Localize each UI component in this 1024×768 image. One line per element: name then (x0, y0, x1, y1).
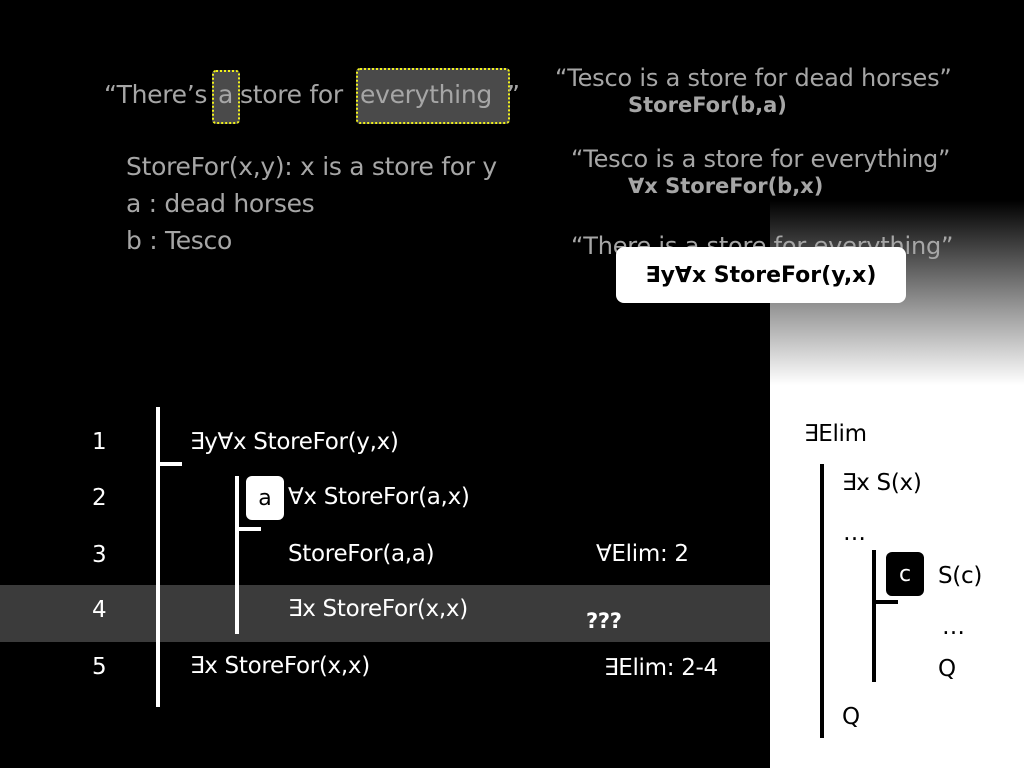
proof-inner-vertical (235, 476, 239, 634)
boxed-variable-a: a (246, 476, 284, 520)
definition-b: b : Tesco (126, 226, 232, 255)
boxed-variable-c: c (886, 552, 924, 596)
proof-formula-1: ∃y∀x StoreFor(y,x) (190, 429, 399, 455)
proof-rule-3: ∀Elim: 2 (596, 541, 689, 567)
proof-formula-4: ∃x StoreFor(x,x) (288, 596, 468, 622)
left-quote-mid: store for (240, 80, 343, 109)
elim-schema-title: ∃Elim (804, 421, 867, 447)
highlight-everything (356, 68, 510, 124)
right-formula-2: ∀x StoreFor(b,x) (628, 174, 824, 198)
proof-inner-assumption-bar (235, 527, 261, 531)
boxed-variable-a-label: a (258, 485, 272, 511)
line-number-5: 5 (92, 654, 107, 680)
left-quote-open: “There’s (104, 80, 208, 109)
left-quote-close: ” (507, 80, 520, 109)
elim-outer-conclusion: Q (842, 704, 860, 730)
elim-inner-vertical (872, 550, 876, 682)
proof-rule-4: ??? (586, 609, 622, 633)
right-formula-1: StoreFor(b,a) (628, 93, 787, 117)
line-number-3: 3 (92, 542, 107, 568)
boxed-variable-c-label: c (898, 561, 912, 587)
proof-formula-3: StoreFor(a,a) (288, 541, 435, 567)
highlighted-row-band (0, 585, 770, 642)
line-number-2: 2 (92, 485, 107, 511)
elim-outer-vertical (820, 464, 824, 738)
formula-callout: ∃y∀x StoreFor(y,x) (616, 247, 906, 303)
proof-rule-5: ∃Elim: 2-4 (604, 655, 718, 681)
proof-formula-5: ∃x StoreFor(x,x) (190, 653, 370, 679)
line-number-1: 1 (92, 429, 107, 455)
proof-formula-2: ∀x StoreFor(a,x) (288, 484, 470, 510)
proof-outer-premise-bar (156, 462, 182, 466)
callout-formula: ∃y∀x StoreFor(y,x) (645, 262, 877, 288)
highlight-a (212, 70, 240, 124)
elim-premise: ∃x S(x) (842, 470, 922, 496)
right-quote-1: “Tesco is a store for dead horses” (555, 64, 952, 92)
definition-a: a : dead horses (126, 189, 315, 218)
elim-dots-2: … (942, 614, 965, 640)
right-quote-2: “Tesco is a store for everything” (571, 145, 951, 173)
proof-outer-vertical (156, 407, 160, 707)
elim-inner-assumption-bar (872, 600, 898, 604)
elim-dots-1: … (843, 520, 866, 546)
line-number-4: 4 (92, 597, 107, 623)
left-quote-everything: everything (360, 80, 492, 109)
left-quote-a: a (218, 80, 234, 109)
definition-storefor: StoreFor(x,y): x is a store for y (126, 152, 497, 181)
elim-assumption: S(c) (938, 563, 982, 589)
elim-inner-conclusion: Q (938, 656, 956, 682)
